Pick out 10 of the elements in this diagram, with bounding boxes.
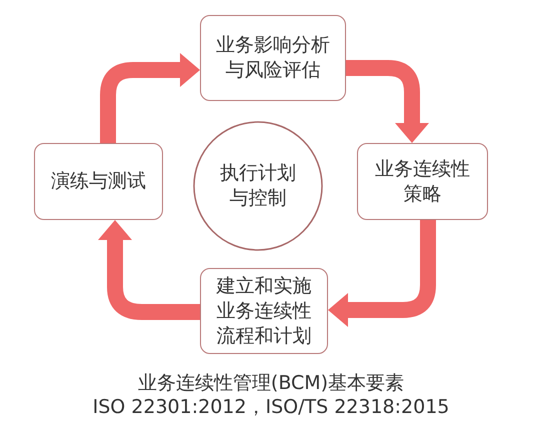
curved-arrow bbox=[98, 220, 200, 320]
center-circle: 执行计划与控制 bbox=[193, 121, 323, 251]
curved-arrow bbox=[100, 53, 200, 143]
process-box: 业务影响分析与风险评估 bbox=[200, 15, 346, 101]
process-box: 演练与测试 bbox=[34, 143, 163, 220]
process-box: 业务连续性策略 bbox=[357, 143, 488, 220]
process-box: 建立和实施业务连续性流程和计划 bbox=[200, 268, 328, 354]
caption-title: 业务连续性管理(BCM)基本要素 bbox=[136, 372, 406, 394]
caption-note: ISO 22301:2012，ISO/TS 22318:2015 bbox=[92, 396, 450, 418]
curved-arrow bbox=[328, 220, 436, 327]
